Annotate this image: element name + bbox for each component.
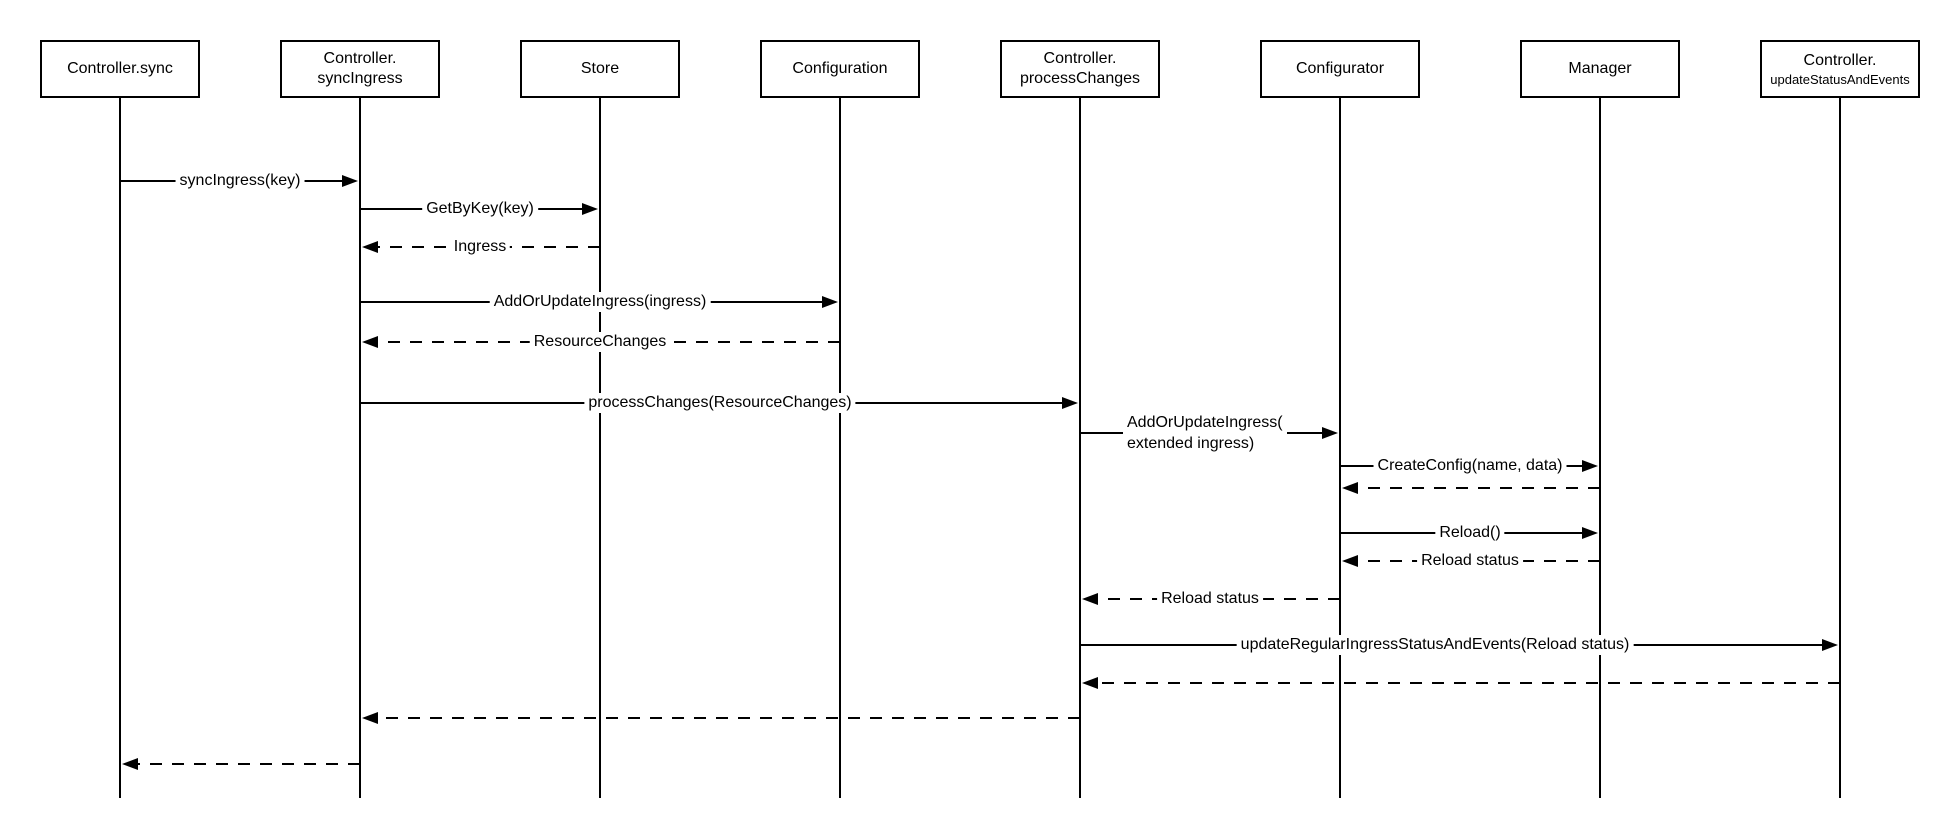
arrowhead-icon [342, 175, 358, 187]
message-label-4: ResourceChanges [529, 332, 671, 352]
arrowhead-icon [582, 203, 598, 215]
actor-label: Manager [1568, 60, 1632, 77]
actor-box-controller-updatestatusandevents: Controller. updateStatusAndEvents [1760, 40, 1920, 98]
message-label-0: syncIngress(key) [175, 171, 305, 191]
arrowhead-icon [1582, 460, 1598, 472]
actor-label: syncIngress [317, 70, 403, 87]
actor-box-manager: Manager [1520, 40, 1680, 98]
arrowhead-icon [1082, 677, 1098, 689]
message-label-12: updateRegularIngressStatusAndEvents(Relo… [1236, 635, 1634, 655]
actor-label: updateStatusAndEvents [1770, 71, 1910, 87]
arrowhead-icon [362, 712, 378, 724]
actor-box-controller-processchanges: Controller. processChanges [1000, 40, 1160, 98]
actor-box-configuration: Configuration [760, 40, 920, 98]
message-label-5: processChanges(ResourceChanges) [584, 393, 856, 413]
arrowhead-icon [362, 241, 378, 253]
message-label-10: Reload status [1417, 551, 1523, 571]
actor-box-configurator: Configurator [1260, 40, 1420, 98]
arrowhead-icon [1082, 593, 1098, 605]
message-label-1: GetByKey(key) [422, 199, 538, 219]
arrowhead-icon [1062, 397, 1078, 409]
actor-label: Store [580, 60, 620, 77]
actor-label: Controller. [1043, 50, 1117, 67]
actor-box-controller-syncingress: Controller. syncIngress [280, 40, 440, 98]
actor-label: Controller. [323, 50, 397, 67]
message-label-11: Reload status [1157, 589, 1263, 609]
message-label-6: AddOrUpdateIngress( extended ingress) [1123, 412, 1287, 454]
actor-label: Controller. [1803, 51, 1877, 69]
arrowhead-icon [1822, 639, 1838, 651]
actor-box-store: Store [520, 40, 680, 98]
arrowhead-icon [1342, 555, 1358, 567]
message-label-3: AddOrUpdateIngress(ingress) [489, 292, 711, 312]
actor-label: Controller.sync [67, 60, 173, 77]
arrowhead-icon [1322, 427, 1338, 439]
arrowhead-icon [122, 758, 138, 770]
actor-label: processChanges [1019, 70, 1141, 87]
arrowhead-icon [362, 336, 378, 348]
arrowhead-icon [1582, 527, 1598, 539]
message-label-2: Ingress [449, 237, 511, 257]
message-label-7: CreateConfig(name, data) [1373, 456, 1567, 476]
arrowhead-icon [822, 296, 838, 308]
actor-label: Configurator [1295, 60, 1385, 77]
message-label-9: Reload() [1435, 523, 1505, 543]
actor-label: Configuration [792, 60, 888, 77]
arrowhead-icon [1342, 482, 1358, 494]
actor-box-controller-sync: Controller.sync [40, 40, 200, 98]
